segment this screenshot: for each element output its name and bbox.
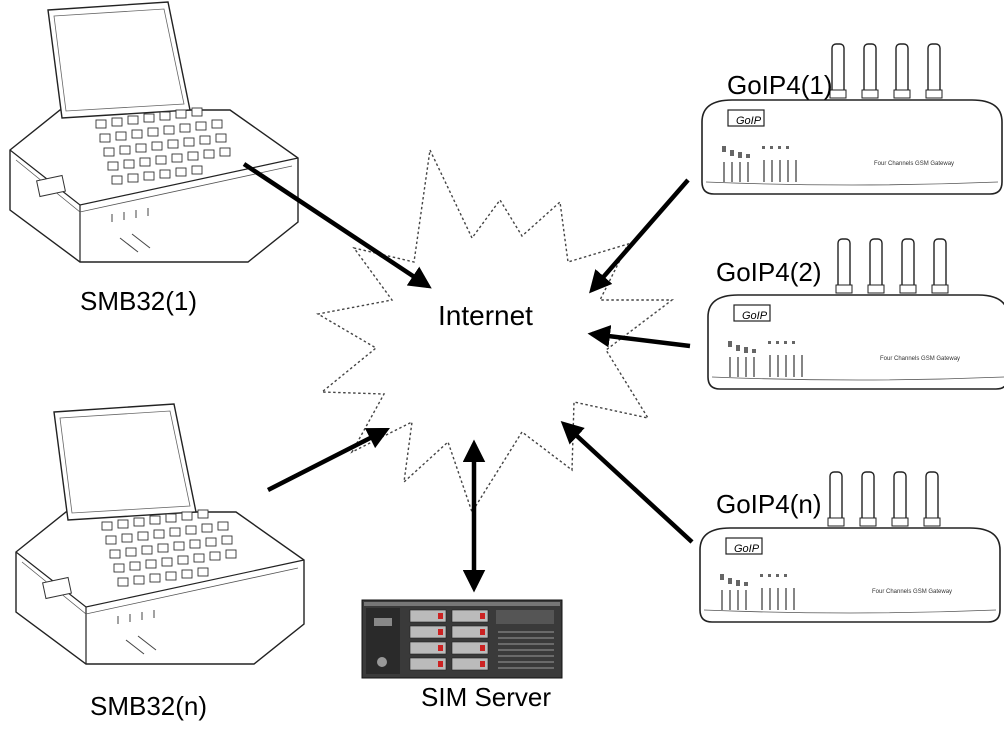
arrow-smb32-1-to-internet (242, 162, 432, 289)
goip4-1-caption: Four Channels GSM Gateway (874, 161, 954, 167)
arrow-goip4-1-to-internet (589, 178, 690, 294)
internet-cloud (316, 147, 675, 514)
arrow-smb32-n-to-internet (266, 427, 391, 493)
goip4-2-label: GoIP4(2) (716, 257, 822, 287)
smb32-n-label: SMB32(n) (90, 691, 208, 721)
smb32-n-device (15, 403, 305, 665)
goip4-2-caption: Four Channels GSM Gateway (880, 356, 960, 362)
goip4-n-label: GoIP4(n) (716, 489, 822, 519)
arrow-goip4-n-to-internet (560, 420, 694, 544)
internet-label: Internet (438, 300, 533, 331)
goip4-1-brand: GoIP (736, 115, 762, 127)
smb32-1-device (9, 1, 299, 263)
smb32-1-label: SMB32(1) (80, 286, 198, 316)
goip4-2-brand: GoIP (742, 310, 768, 322)
goip4-n-caption: Four Channels GSM Gateway (872, 589, 952, 595)
goip4-1-label: GoIP4(1) (727, 70, 833, 100)
sim-server-label: SIM Server (421, 682, 552, 712)
goip4-n-brand: GoIP (734, 543, 760, 555)
arrow-goip4-2-to-internet (587, 325, 691, 349)
sim-server-device (361, 599, 563, 679)
